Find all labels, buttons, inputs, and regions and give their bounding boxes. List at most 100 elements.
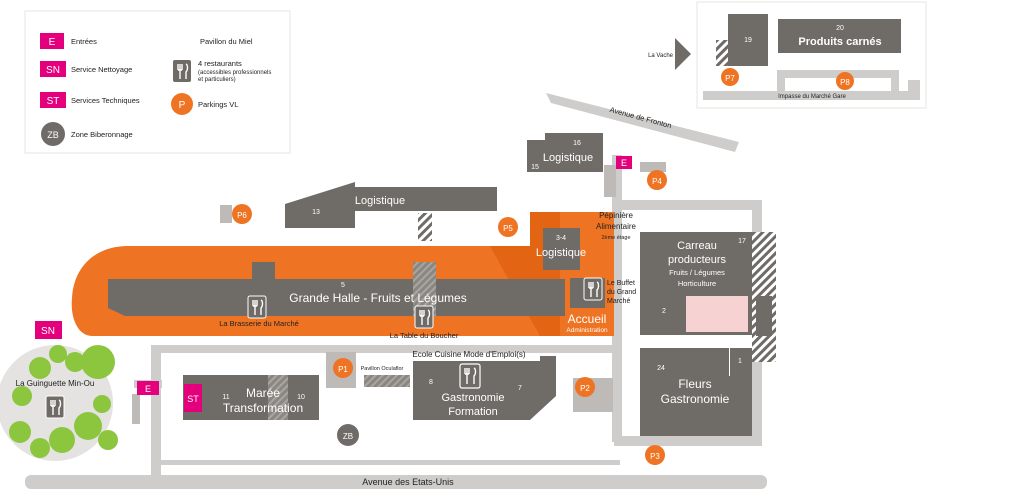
svg-text:10: 10	[297, 394, 305, 401]
svg-text:P8: P8	[840, 78, 850, 87]
svg-text:24: 24	[657, 365, 665, 372]
label-pavillon-oculaflor: Pavillon Oculaflor	[361, 366, 404, 372]
label-maree-2: Transformation	[223, 401, 303, 415]
guinguette[interactable]: La Guinguette Min-Ou	[0, 345, 118, 461]
svg-text:11: 11	[222, 394, 229, 401]
restaurant-buffet[interactable]	[583, 277, 603, 301]
legend-entrees-label: Entrées	[71, 37, 97, 46]
svg-text:19: 19	[744, 37, 752, 44]
entrance-west[interactable]	[137, 381, 159, 395]
svg-text:3-4: 3-4	[556, 235, 566, 242]
label-table-boucher: La Table du Boucher	[390, 331, 459, 340]
building-grande-halle[interactable]	[108, 262, 565, 316]
badge-services-techniques[interactable]	[184, 384, 202, 412]
label-pepiniere-1: Pépinière	[599, 211, 633, 220]
fork-knife-icon	[419, 309, 431, 325]
svg-text:P1: P1	[338, 365, 348, 374]
label-logistique-34: Logistique	[536, 247, 586, 259]
label-gastronomie-2: Formation	[448, 406, 498, 418]
legend: E Entrées SN Service Nettoyage ST Servic…	[24, 10, 291, 154]
legend-zb-label: Zone Biberonnage	[71, 130, 133, 139]
parkings: P6 P5 P4 P1 P2 P3 ZB	[232, 170, 667, 465]
restaurant-brasserie[interactable]	[247, 295, 267, 319]
svg-text:P5: P5	[503, 224, 513, 233]
label-brasserie: La Brasserie du Marché	[219, 319, 299, 328]
label-buffet-1: Le Buffet	[607, 280, 635, 287]
svg-text:16: 16	[573, 140, 581, 147]
svg-text:P3: P3	[650, 452, 660, 461]
label-impasse: Impasse du Marché Gare	[778, 94, 846, 100]
building-maree-transformation[interactable]	[183, 375, 319, 420]
label-grande-halle: Grande Halle - Fruits et Légumes	[289, 291, 466, 305]
svg-text:7: 7	[518, 385, 522, 392]
svg-text:P2: P2	[580, 384, 590, 393]
label-ecole-cuisine: Ecole Cuisine Mode d'Emploi(s)	[412, 350, 525, 359]
svg-text:E: E	[621, 158, 627, 168]
arrow-la-vache	[675, 38, 691, 70]
legend-techniques-badge: ST	[47, 96, 60, 107]
legend-techniques-label: Services Techniques	[71, 96, 140, 105]
parking-p3[interactable]	[645, 445, 665, 465]
svg-text:5: 5	[341, 282, 345, 289]
parking-p4[interactable]	[647, 170, 667, 190]
building-produits-carnes	[778, 19, 901, 53]
label-buffet-3: Marché	[607, 298, 630, 305]
halle-area: 5 Grande Halle - Fruits et Légumes La Br…	[71, 211, 637, 340]
parking-p7[interactable]	[721, 68, 739, 86]
inset-map: 20 Produits carnés 19 La Vache Impasse d…	[648, 1, 927, 109]
building-logistique-15-16[interactable]	[527, 133, 603, 172]
fork-knife-icon	[464, 367, 477, 384]
svg-text:15: 15	[531, 164, 539, 171]
parking-p2[interactable]	[575, 377, 595, 397]
fork-knife-icon	[588, 281, 600, 297]
entrance-north[interactable]	[616, 156, 632, 169]
legend-parking-badge: P	[179, 100, 186, 111]
label-carreau-2: producteurs	[668, 254, 727, 266]
label-pepiniere-2: Alimentaire	[596, 222, 637, 231]
legend-restaurants-line3: et particuliers)	[198, 77, 236, 83]
badge-service-nettoyage[interactable]	[35, 321, 62, 339]
zone-biberonnage[interactable]	[337, 424, 359, 446]
svg-text:SN: SN	[41, 326, 55, 337]
label-fleurs-2: Gastronomie	[661, 392, 730, 406]
label-carreau-3: Fruits / Légumes	[669, 268, 725, 277]
svg-text:8: 8	[429, 379, 433, 386]
svg-text:2: 2	[662, 308, 666, 315]
svg-text:17: 17	[738, 238, 746, 245]
label-logistique-13: Logistique	[355, 195, 405, 207]
parking-p8[interactable]	[836, 72, 854, 90]
restaurant-ecole[interactable]	[459, 363, 481, 389]
svg-text:ST: ST	[187, 394, 199, 404]
parking-p5[interactable]	[498, 217, 518, 237]
label-carreau-4: Horticulture	[678, 279, 716, 288]
label-pepiniere-3: 2ème étage	[601, 235, 630, 241]
restaurant-table-boucher[interactable]	[414, 305, 434, 329]
building-gastronomie-formation[interactable]	[413, 356, 556, 420]
entrances: E E	[137, 156, 632, 395]
legend-restaurants-line2: (accessibles professionnels	[198, 70, 271, 76]
building-logistique-34[interactable]	[543, 228, 580, 270]
label-fleurs-1: Fleurs	[678, 377, 711, 391]
svg-text:13: 13	[312, 209, 320, 216]
legend-zb-badge: ZB	[47, 130, 59, 140]
building-logistique-13[interactable]	[285, 182, 497, 228]
fork-knife-icon	[50, 399, 62, 415]
building-pavillon-oculaflor[interactable]	[364, 375, 410, 387]
legend-entrees-badge: E	[49, 37, 56, 48]
label-produits-carnes: Produits carnés	[798, 36, 881, 48]
label-logistique-15-16: Logistique	[543, 152, 593, 164]
building-fleurs-gastronomie[interactable]	[640, 348, 752, 436]
legend-pavillon-miel: Pavillon du Miel	[200, 37, 253, 46]
label-avenue-etats-unis: Avenue des Etats-Unis	[362, 477, 454, 487]
parking-p6[interactable]	[232, 204, 252, 224]
road-avenue-etats-unis	[25, 475, 767, 489]
parking-p1[interactable]	[333, 358, 353, 378]
fork-knife-icon	[177, 63, 189, 79]
svg-text:E: E	[145, 384, 151, 394]
buildings: 13 Logistique 16 15 Logistique 17 2 Carr…	[183, 133, 776, 436]
svg-text:P4: P4	[652, 177, 662, 186]
road-avenue-fronton	[546, 93, 739, 152]
svg-text:1: 1	[738, 358, 742, 365]
label-guinguette: La Guinguette Min-Ou	[16, 379, 95, 388]
